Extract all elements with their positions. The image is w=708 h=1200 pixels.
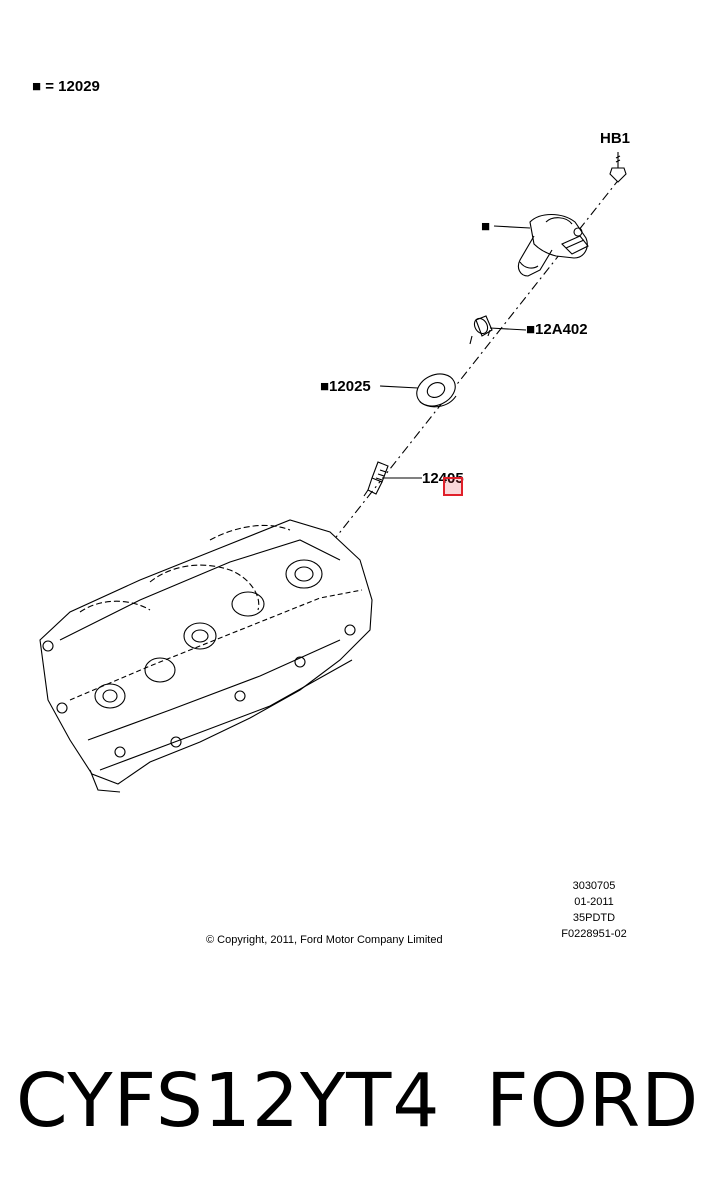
seal-12a402 <box>469 315 493 345</box>
legend: ■ = 12029 <box>32 78 100 95</box>
cylinder-head <box>39 519 373 793</box>
leader-12025 <box>379 385 419 389</box>
ignition-coil <box>517 213 589 277</box>
callout-12405: 12405 <box>422 470 464 487</box>
meta-line: 35PDTD <box>572 912 616 924</box>
callout-coil-marker: ■ <box>481 218 491 235</box>
selection-highlight <box>443 477 463 496</box>
leader-12a402 <box>489 327 527 331</box>
legend-equals: = <box>45 78 54 95</box>
legend-part: 12029 <box>58 78 100 95</box>
gasket-12025 <box>416 373 457 408</box>
callout-12025: ■12025 <box>320 378 371 395</box>
drawing-meta: 3030705 01-2011 35PDTD F0228951-02 <box>556 878 632 942</box>
bolt-hb1 <box>609 152 627 183</box>
brand-name: FORD <box>486 1058 700 1144</box>
leader-coil <box>493 225 531 229</box>
copyright: © Copyright, 2011, Ford Motor Company Li… <box>206 934 443 946</box>
meta-line: F0228951-02 <box>561 928 627 940</box>
legend-marker: ■ <box>32 78 42 95</box>
meta-line: 01-2011 <box>574 896 614 908</box>
callout-12a402: ■12A402 <box>526 321 588 338</box>
callout-hb1: HB1 <box>600 130 631 147</box>
spark-plug-12405 <box>363 461 389 497</box>
meta-line: 3030705 <box>572 880 616 892</box>
part-number: CYFS12YT4 <box>16 1058 441 1144</box>
